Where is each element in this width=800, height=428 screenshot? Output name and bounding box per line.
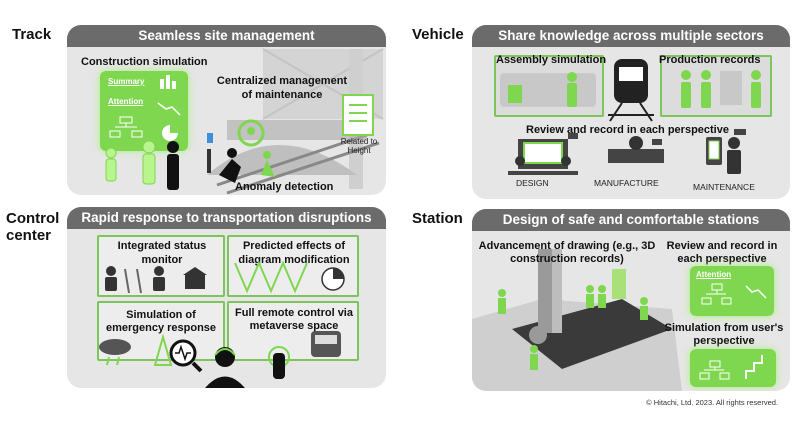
user-simulation-label: Simulation from user's perspective <box>664 322 784 347</box>
construction-simulation-card: Summary Attention <box>100 71 188 151</box>
emergency-simulation-label: Simulation of emergency response <box>105 309 217 334</box>
overhead-structure-icon <box>207 48 384 195</box>
label-vehicle: Vehicle <box>412 26 464 43</box>
anomaly-detection-label: Anomaly detection <box>235 181 334 193</box>
user-sim-card-graphics-icon <box>699 355 763 380</box>
control-graphics-icon <box>99 260 345 388</box>
station-review-card: Attention <box>690 266 774 316</box>
vehicle-panel: Share knowledge across multiple sectors … <box>472 25 790 199</box>
station-card-attention-label: Attention <box>696 270 732 279</box>
remote-control-label: Full remote control via metaverse space <box>235 307 353 332</box>
card-graphics-icon <box>109 75 181 141</box>
track-header: Seamless site management <box>67 25 386 47</box>
construction-simulation-label: Construction simulation <box>81 56 208 68</box>
track-panel: Seamless site management Construction si… <box>67 25 386 195</box>
control-center-header: Rapid response to transportation disrupt… <box>67 207 386 229</box>
vehicle-header: Share knowledge across multiple sectors <box>472 25 790 47</box>
review-record-label: Review and record in each perspective <box>526 124 729 136</box>
user-simulation-card <box>690 349 776 387</box>
label-control-center: Control center <box>6 210 60 244</box>
related-to-height-label: Related to Height <box>340 137 378 155</box>
label-station: Station <box>412 210 463 227</box>
design-label: DESIGN <box>516 178 549 188</box>
integrated-status-label: Integrated status monitor <box>117 240 207 266</box>
station-panel: Design of safe and comfortable stations … <box>472 209 790 391</box>
station-card-graphics-icon <box>701 283 767 305</box>
assembly-simulation-label: Assembly simulation <box>496 54 607 66</box>
vehicle-graphics-icon <box>500 59 761 175</box>
workers-icon <box>105 140 275 190</box>
copyright-text: © Hitachi, Ltd. 2023. All rights reserve… <box>646 398 778 407</box>
centralized-management-label: Centralized management of maintenance <box>216 75 348 101</box>
advancement-drawing-label: Advancement of drawing (e.g., 3D constru… <box>478 240 656 265</box>
label-track: Track <box>12 26 52 43</box>
production-records-label: Production records <box>659 54 761 66</box>
card-summary-label: Summary <box>108 77 145 86</box>
manufacture-label: MANUFACTURE <box>594 178 659 188</box>
station-graphics-icon <box>472 249 682 391</box>
station-header: Design of safe and comfortable stations <box>472 209 790 231</box>
station-review-label: Review and record in each perspective <box>666 240 778 265</box>
predicted-effects-label: Predicted effects of diagram modificatio… <box>238 240 350 266</box>
control-center-panel: Rapid response to transportation disrupt… <box>67 207 386 388</box>
maintenance-label: MAINTENANCE <box>693 182 755 192</box>
card-attention-label: Attention <box>108 97 144 106</box>
